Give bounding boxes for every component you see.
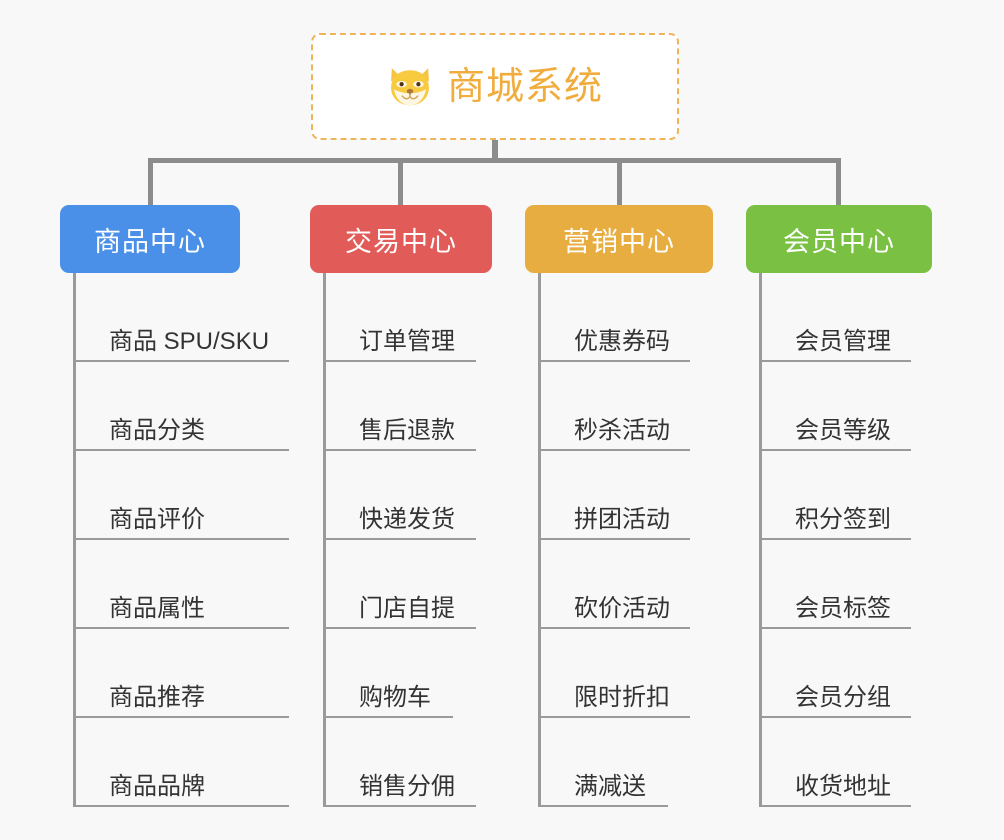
- connector-drop-1: [148, 158, 153, 207]
- leaf-label: 商品 SPU/SKU: [109, 327, 270, 355]
- leaf-label: 优惠券码: [574, 327, 670, 355]
- leaf-item[interactable]: 商品推荐: [73, 629, 289, 718]
- leaf-label: 砍价活动: [574, 594, 670, 622]
- leaf-item[interactable]: 收货地址: [759, 718, 911, 807]
- branch-body: 优惠券码 秒杀活动 拼团活动 砍价活动 限时折扣 满减送: [538, 273, 713, 807]
- leaf-item[interactable]: 拼团活动: [538, 451, 690, 540]
- leaf-item[interactable]: 会员管理: [759, 273, 911, 362]
- root-title: 商城系统: [446, 65, 603, 108]
- leaf-label: 秒杀活动: [574, 416, 670, 444]
- leaf-item[interactable]: 商品评价: [73, 451, 289, 540]
- leaf-item[interactable]: 会员等级: [759, 362, 911, 451]
- leaf-label: 商品评价: [109, 505, 205, 533]
- connector-drop-2: [398, 158, 403, 207]
- leaf-label: 收货地址: [795, 772, 891, 800]
- branch-marketing-center: 营销中心 优惠券码 秒杀活动 拼团活动 砍价活动 限时折扣 满减送: [525, 205, 713, 807]
- connector-root-stem: [492, 140, 498, 162]
- leaf-label: 限时折扣: [574, 683, 670, 711]
- branch-body: 会员管理 会员等级 积分签到 会员标签 会员分组 收货地址: [759, 273, 932, 807]
- leaf-label: 门店自提: [359, 594, 455, 622]
- leaf-label: 购物车: [359, 683, 431, 711]
- leaf-label: 积分签到: [795, 505, 891, 533]
- leaf-label: 订单管理: [359, 327, 455, 355]
- leaf-item[interactable]: 会员标签: [759, 540, 911, 629]
- leaf-item[interactable]: 商品属性: [73, 540, 289, 629]
- leaf-label: 拼团活动: [574, 505, 670, 533]
- branch-header-marketing-center[interactable]: 营销中心: [525, 205, 713, 273]
- leaf-item[interactable]: 满减送: [538, 718, 668, 807]
- leaf-item[interactable]: 门店自提: [323, 540, 476, 629]
- leaf-label: 售后退款: [359, 416, 455, 444]
- leaf-label: 快递发货: [359, 505, 455, 533]
- branch-trade-center: 交易中心 订单管理 售后退款 快递发货 门店自提 购物车 销售分佣: [310, 205, 492, 807]
- connector-horizontal-bus: [148, 158, 841, 163]
- leaf-label: 商品属性: [109, 594, 205, 622]
- branch-member-center: 会员中心 会员管理 会员等级 积分签到 会员标签 会员分组 收货地址: [746, 205, 932, 807]
- leaf-label: 商品分类: [109, 416, 205, 444]
- leaf-item[interactable]: 商品分类: [73, 362, 289, 451]
- leaf-item[interactable]: 砍价活动: [538, 540, 690, 629]
- leaf-item[interactable]: 售后退款: [323, 362, 476, 451]
- leaf-label: 会员分组: [795, 683, 891, 711]
- root-node[interactable]: 商城系统: [311, 33, 679, 140]
- branch-header-trade-center[interactable]: 交易中心: [310, 205, 492, 273]
- leaf-item[interactable]: 优惠券码: [538, 273, 690, 362]
- leaf-item[interactable]: 商品品牌: [73, 718, 289, 807]
- branch-header-member-center[interactable]: 会员中心: [746, 205, 932, 273]
- leaf-item[interactable]: 销售分佣: [323, 718, 476, 807]
- branch-title: 交易中心: [345, 226, 457, 257]
- branch-title: 会员中心: [783, 226, 895, 257]
- branch-body: 商品 SPU/SKU 商品分类 商品评价 商品属性 商品推荐 商品品牌: [73, 273, 289, 807]
- branch-title: 营销中心: [563, 226, 675, 257]
- leaf-item[interactable]: 秒杀活动: [538, 362, 690, 451]
- leaf-item[interactable]: 限时折扣: [538, 629, 690, 718]
- leaf-item[interactable]: 购物车: [323, 629, 453, 718]
- leaf-label: 销售分佣: [359, 772, 455, 800]
- branch-header-product-center[interactable]: 商品中心: [60, 205, 240, 273]
- leaf-label: 满减送: [574, 772, 646, 800]
- leaf-label: 会员管理: [795, 327, 891, 355]
- leaf-label: 会员标签: [795, 594, 891, 622]
- leaf-label: 商品品牌: [109, 772, 205, 800]
- leaf-item[interactable]: 会员分组: [759, 629, 911, 718]
- connector-drop-3: [617, 158, 622, 207]
- branch-product-center: 商品中心 商品 SPU/SKU 商品分类 商品评价 商品属性 商品推荐 商品品牌: [60, 205, 289, 807]
- branch-body: 订单管理 售后退款 快递发货 门店自提 购物车 销售分佣: [323, 273, 492, 807]
- leaf-item[interactable]: 商品 SPU/SKU: [73, 273, 289, 362]
- leaf-item[interactable]: 订单管理: [323, 273, 476, 362]
- leaf-item[interactable]: 积分签到: [759, 451, 911, 540]
- shiba-dog-face-icon: [391, 67, 429, 105]
- branch-title: 商品中心: [94, 226, 206, 257]
- leaf-label: 会员等级: [795, 416, 891, 444]
- leaf-item[interactable]: 快递发货: [323, 451, 476, 540]
- connector-drop-4: [836, 158, 841, 207]
- leaf-label: 商品推荐: [109, 683, 205, 711]
